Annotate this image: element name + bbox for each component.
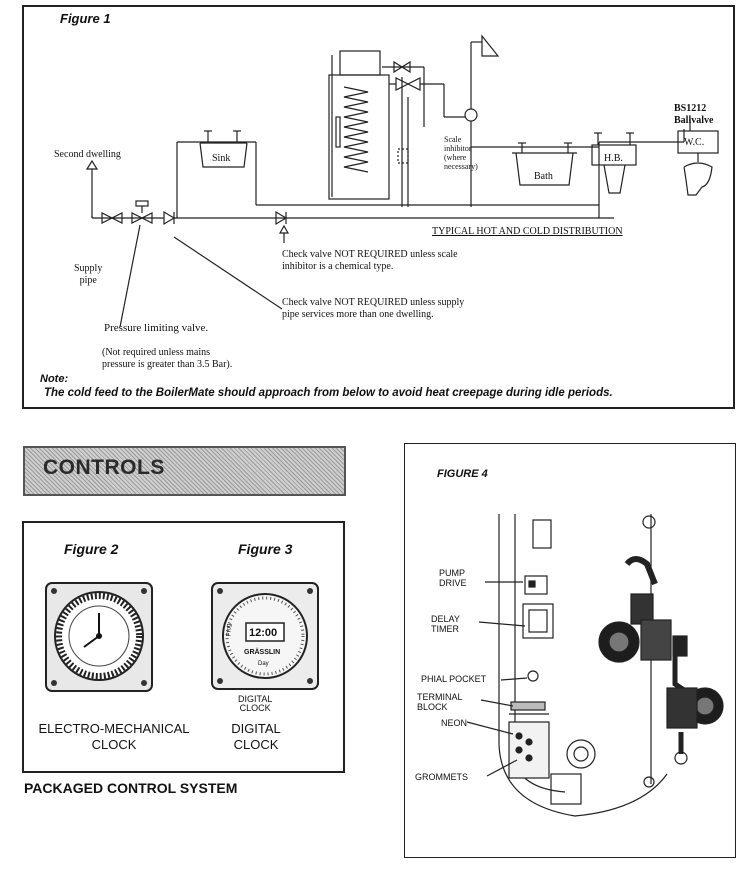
controls-heading: CONTROLS xyxy=(43,456,165,479)
figure2-caption: ELECTRO-MECHANICAL CLOCK xyxy=(38,721,190,752)
phial-pocket-label: PHIAL POCKET xyxy=(421,674,487,684)
sink-label: Sink xyxy=(212,153,231,164)
figure1-title: Figure 1 xyxy=(60,11,111,26)
figure3-caption: DIGITAL CLOCK xyxy=(231,721,281,752)
check-valve-note-1: Check valve NOT REQUIRED unless scale in… xyxy=(282,249,458,272)
note-text: The cold feed to the BoilerMate should a… xyxy=(44,387,613,399)
figures-2-3-panel: Figure 2 Figure 3 12:00 GRÄSSLIN Prog Da… xyxy=(22,521,345,773)
hb-label: H.B. xyxy=(604,153,623,164)
packaged-control-system-title: PACKAGED CONTROL SYSTEM xyxy=(24,780,238,796)
figure3-title: Figure 3 xyxy=(238,541,293,557)
pump-drive-label: PUMP DRIVE xyxy=(439,568,467,588)
terminal-block-label: TERMINAL BLOCK xyxy=(417,692,463,712)
ballvalve-label: BS1212 Ballvalve xyxy=(674,103,714,126)
prog-label: Prog xyxy=(226,623,233,637)
supply-pipe-label: Supply pipe xyxy=(74,263,103,286)
grommets-label: GROMMETS xyxy=(415,772,468,782)
distribution-label: TYPICAL HOT AND COLD DISTRIBUTION xyxy=(432,226,623,237)
digital-clock-image xyxy=(211,582,319,690)
boilermate-unit-image xyxy=(466,514,724,817)
scale-inhibitor-label: Scale inhibitor (where necessary) xyxy=(444,135,478,171)
grasslin-brand: GRÄSSLIN xyxy=(244,649,281,656)
figure4-title: FIGURE 4 xyxy=(437,468,488,480)
pressure-note: (Not required unless mains pressure is g… xyxy=(102,347,233,370)
plumbing-diagram xyxy=(85,34,719,328)
wc-label: W.C. xyxy=(684,137,705,148)
neon-label: NEON xyxy=(441,718,468,728)
pressure-valve-label: Pressure limiting valve. xyxy=(104,322,209,334)
figure2-title: Figure 2 xyxy=(64,541,119,557)
bath-label: Bath xyxy=(534,171,553,182)
digital-display: 12:00 xyxy=(249,627,278,639)
day-label: Day xyxy=(258,661,269,667)
figure4-panel: FIGURE 4 xyxy=(404,443,736,858)
controls-banner: CONTROLS xyxy=(23,446,346,496)
note-label: Note: xyxy=(40,373,69,385)
electro-mechanical-clock-image xyxy=(45,582,153,692)
figure1-panel: Figure 1 xyxy=(22,5,735,409)
digital-clock-small-caption: DIGITAL CLOCK xyxy=(238,694,273,713)
check-valve-note-2: Check valve NOT REQUIRED unless supply p… xyxy=(282,297,465,320)
second-dwelling-label: Second dwelling xyxy=(54,149,121,160)
delay-timer-label: DELAY TIMER xyxy=(431,614,460,634)
